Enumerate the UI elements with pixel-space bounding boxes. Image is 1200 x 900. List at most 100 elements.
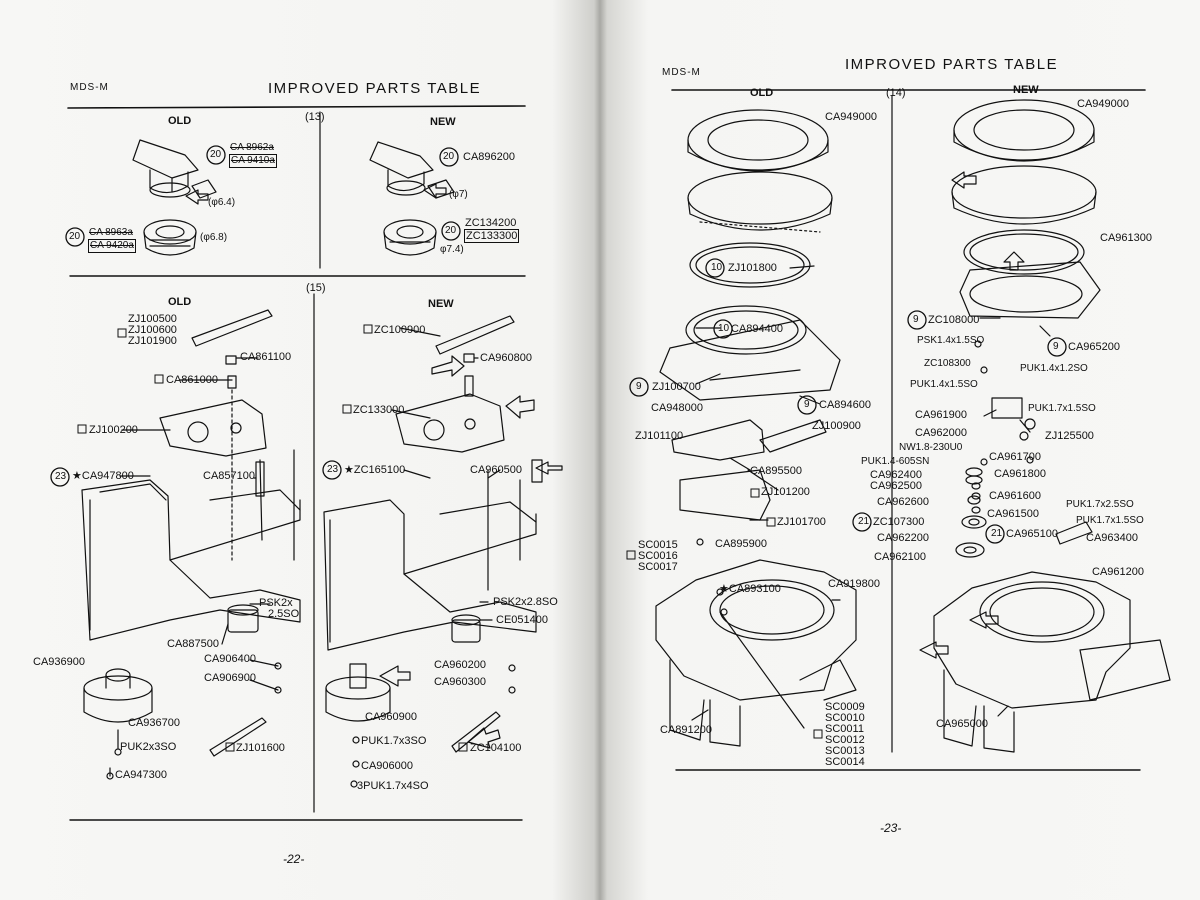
part-label: CA962600: [877, 496, 929, 508]
part-label: CA919800: [828, 578, 880, 590]
part-label: PUK1.4x1.2SO: [1020, 363, 1088, 374]
part-label-starred: ★CA893100: [719, 583, 781, 595]
part-label: CA961600: [989, 490, 1041, 502]
old-knob-part-1: CA 8962a: [230, 142, 274, 153]
part-label: PUK1.7x1.5SO: [1076, 515, 1144, 526]
part-label: CA961700: [989, 451, 1041, 463]
sc-group-b-4: SC0012: [825, 734, 865, 746]
old-lens-mount-drawing: [655, 109, 857, 747]
old-spring-part-3: ZJ101900: [128, 335, 177, 347]
document-code: MDS-M: [70, 82, 109, 93]
ref-numeral: 21: [991, 528, 1003, 539]
part-label: CA894400: [731, 323, 783, 335]
part-label: NW1.8-230U0: [899, 442, 963, 453]
part-label: CA963400: [1086, 532, 1138, 544]
part-label: CA949000: [825, 111, 877, 123]
ref-numeral: 23: [327, 464, 339, 475]
part-label: ZJ101700: [777, 516, 826, 528]
sc-group-b-3: SC0011: [825, 723, 864, 735]
sc-group-b-6: SC0014: [825, 756, 865, 768]
old-base-part-2: CA 9420a: [88, 239, 136, 253]
part-label: CA965000: [936, 718, 988, 730]
new-lens-mount-drawing: [919, 99, 1171, 753]
part-label: CA961300: [1100, 232, 1152, 244]
ref-numeral: 10: [711, 262, 723, 273]
part-label: ZJ101200: [761, 486, 810, 498]
part-label: CA962500: [870, 480, 922, 492]
part-label: CA960800: [480, 352, 532, 364]
section-number-14: (14): [886, 87, 906, 99]
page-23: MDS-M IMPROVED PARTS TABLE (14) OLD NEW …: [600, 0, 1200, 900]
part-label: CA960900: [365, 711, 417, 723]
old-spring-part-2: ZJ100600: [128, 324, 177, 336]
part-label: ZJ100700: [652, 381, 701, 393]
part-label: CA895900: [715, 538, 767, 550]
dimension-label: (φ7): [449, 189, 468, 200]
part-label: 2.5SO: [268, 608, 300, 620]
part-label: ZJ125500: [1045, 430, 1094, 442]
part-label: CA891200: [660, 724, 712, 736]
ref-numeral: 20: [443, 151, 455, 162]
page-22-line-art: [50, 105, 563, 821]
part-label: CA906400: [204, 653, 256, 665]
old-dial-base-drawing: [143, 219, 197, 256]
part-label: CA949000: [1077, 98, 1129, 110]
new-base-part-2: ZC133300: [464, 229, 520, 243]
part-label: CA961200: [1092, 566, 1144, 578]
ref-numeral: 23: [55, 471, 67, 482]
part-label: ZC108000: [928, 314, 980, 326]
part-label: CA936900: [33, 656, 85, 668]
part-label: CA960200: [434, 659, 486, 671]
part-label: CA948000: [651, 402, 703, 414]
ref-numeral: 20: [69, 231, 81, 242]
new-dial-base-drawing: [383, 219, 437, 256]
new-column-label: NEW: [430, 116, 456, 128]
part-label: ZC104100: [470, 742, 522, 754]
new-knob-part: CA896200: [463, 151, 515, 163]
old-column-label: OLD: [168, 296, 192, 308]
page-number: -23-: [880, 821, 902, 835]
new-mechanism-drawing: [323, 315, 563, 788]
part-label: CA961900: [915, 409, 967, 421]
part-label: CA906900: [204, 672, 256, 684]
old-column-label: OLD: [750, 87, 774, 99]
sc-group-a-1: SC0015: [638, 539, 678, 551]
part-label: CA857100: [203, 470, 255, 482]
ref-numeral: 10: [718, 323, 730, 334]
new-column-label: NEW: [428, 298, 454, 310]
part-label: CA887500: [167, 638, 219, 650]
part-label: ZC108300: [924, 358, 971, 369]
part-label: PUK1.7x2.5SO: [1066, 499, 1134, 510]
part-label-starred: ★CA947800: [72, 470, 134, 482]
part-label: PUK1.4x1.5SO: [910, 379, 978, 390]
part-label-starred: ★ZC165100: [344, 464, 406, 476]
page-title: IMPROVED PARTS TABLE: [845, 56, 1059, 73]
part-label: CA961800: [994, 468, 1046, 480]
old-column-label: OLD: [168, 115, 192, 127]
part-label: CA962200: [877, 532, 929, 544]
ref-numeral: 20: [210, 149, 222, 160]
part-label: CA906000: [361, 760, 413, 772]
ref-numeral: 21: [858, 516, 870, 527]
part-label: CA960300: [434, 676, 486, 688]
part-label: CA962100: [874, 551, 926, 563]
part-label: ZC100900: [374, 324, 426, 336]
part-label: PSK2x2.8SO: [493, 596, 558, 608]
part-label: ZJ101600: [236, 742, 285, 754]
part-label: ZC133000: [353, 404, 405, 416]
ref-numeral: 20: [445, 225, 457, 236]
new-selector-knob-drawing: [369, 141, 455, 199]
ref-numeral: 9: [804, 399, 810, 410]
part-label: CA936700: [128, 717, 180, 729]
part-label: CA961500: [987, 508, 1039, 520]
sc-group-b-1: SC0009: [825, 701, 865, 713]
ref-numeral: 9: [1053, 341, 1059, 352]
sc-group-a-3: SC0017: [638, 561, 678, 573]
page-number: -22-: [283, 852, 305, 866]
part-label: ZJ100900: [812, 420, 861, 432]
part-label: CA947300: [115, 769, 167, 781]
part-label: CA894600: [819, 399, 871, 411]
old-mechanism-drawing: [81, 309, 301, 780]
old-selector-knob-drawing: [132, 139, 217, 199]
